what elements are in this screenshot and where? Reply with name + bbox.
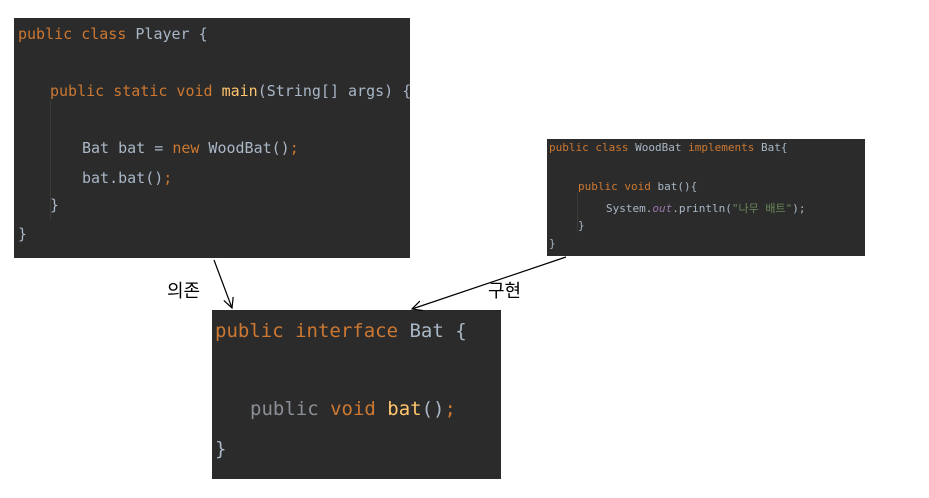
dependency-label: 의존 [167,281,201,302]
code-line: } [215,438,227,460]
implementation-arrow [412,256,567,309]
code-text: .println( [672,202,732,215]
semicolon: ; [444,398,456,420]
code-line: public void bat(){ [578,180,697,193]
keyword: public void [578,180,651,193]
code-text: () [421,398,445,420]
code-line: public class WoodBat implements Bat{ [549,141,787,154]
semicolon: ; [163,169,173,187]
code-text: Bat bat = [82,139,173,157]
method-name: bat [387,398,422,420]
code-text: Player { [126,25,208,43]
keyword: implements [688,141,755,154]
code-line: public class Player { [18,25,208,43]
code-line: System.out.println("나무 배트"); [606,200,805,216]
player-class-code: public class Player { public static void… [14,18,411,258]
code-line: public static void main(String[] args) { [50,82,411,100]
implementation-label: 구현 [488,281,522,302]
code-text: bat.bat() [82,169,164,187]
keyword: public static void [50,82,213,100]
modifier: public [250,398,319,420]
code-text: ); [792,202,806,215]
code-line: bat.bat(); [82,169,172,187]
code-line: public interface Bat { [215,320,467,342]
keyword: new [172,139,200,157]
method-name: main [221,82,258,100]
keyword: void [318,398,388,420]
keyword: public class [549,141,629,154]
woodbat-class-code: public class WoodBat implements Bat{ pub… [547,139,865,256]
code-text: System. [606,202,653,215]
semicolon: ; [289,139,299,157]
bat-interface-code: public interface Bat { public void bat()… [212,310,501,479]
keyword: public class [18,25,127,43]
code-text: bat(){ [650,180,698,193]
code-line: Bat bat = new WoodBat(); [82,139,299,157]
code-line: } [18,225,28,243]
code-text: WoodBat [628,141,689,154]
string-literal: "나무 배트" [731,202,793,215]
code-line: } [549,237,556,250]
code-text: Bat{ [754,141,788,154]
code-text: WoodBat() [199,139,290,157]
keyword: public interface [215,320,399,342]
code-line: } [50,196,60,214]
code-text: Bat { [398,320,467,342]
code-line: public void bat(); [250,398,456,420]
code-line: } [578,219,585,232]
code-text: (String[] args) { [257,82,412,100]
static-field: out [652,202,673,215]
dependency-arrow [213,259,232,308]
